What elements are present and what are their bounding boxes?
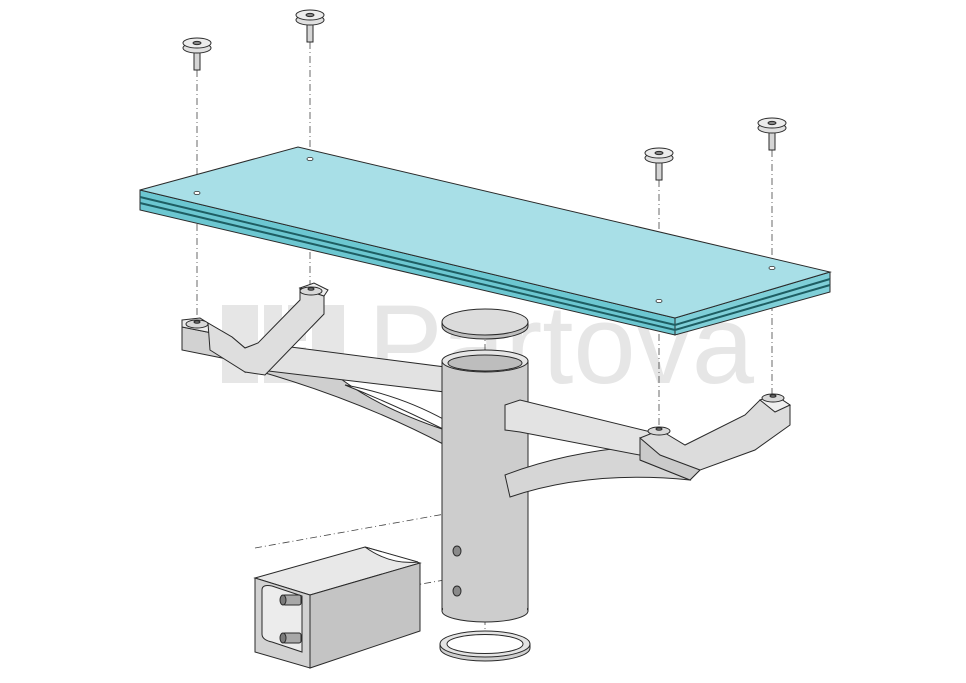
pipe-bottom-cap <box>439 630 531 662</box>
bracket-mount-nut <box>647 393 785 436</box>
screw-icon <box>182 37 212 71</box>
screw-icon <box>757 117 787 151</box>
glass-holes <box>193 156 776 303</box>
screw-icon <box>295 9 325 43</box>
glass-panel <box>139 146 832 336</box>
screws <box>182 9 787 181</box>
screw-icon <box>644 147 674 181</box>
bracket-mount-nut <box>185 286 323 329</box>
bracket-right-arm <box>504 393 792 498</box>
clamp-bolt-icon <box>279 594 302 644</box>
glass-panel-top <box>139 146 832 319</box>
glass-layer-lines <box>139 196 831 332</box>
pipe-top-cap <box>441 308 529 340</box>
pipe-bolt-holes <box>452 545 462 597</box>
base-clamp <box>253 546 422 669</box>
